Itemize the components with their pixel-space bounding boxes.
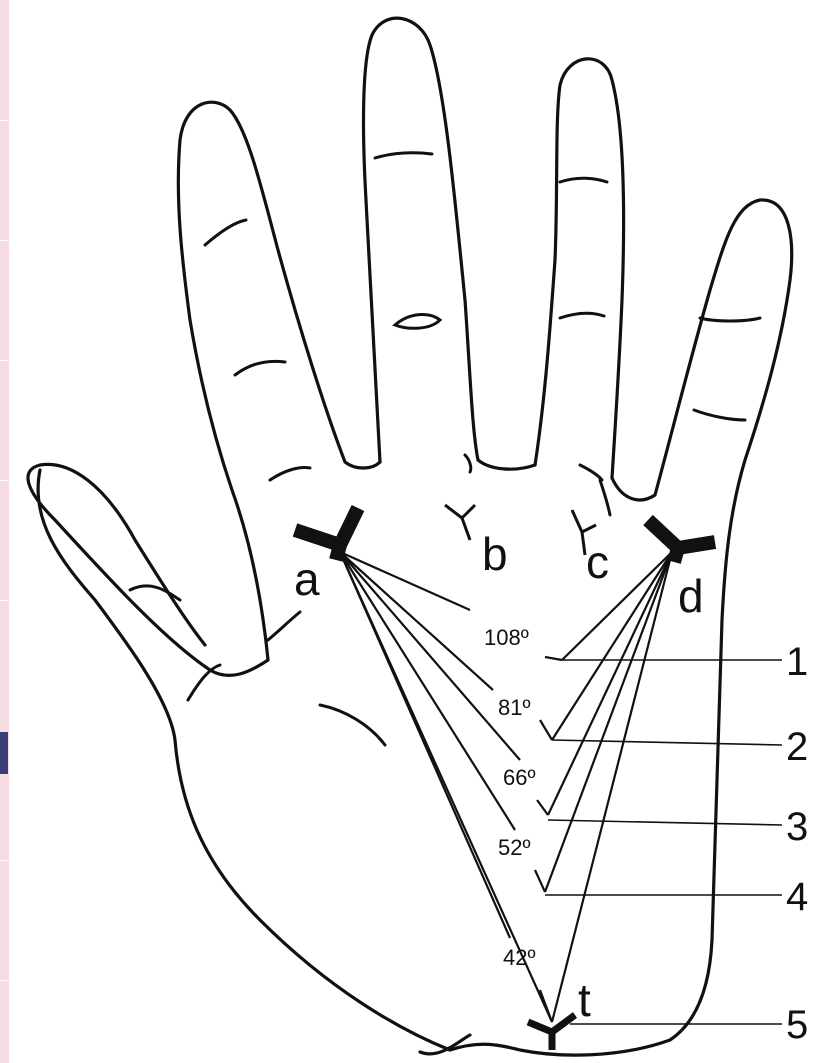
triradius-c-label: c	[586, 536, 609, 588]
thumb-inner	[38, 470, 450, 1050]
position-number: 1	[786, 640, 808, 684]
thumb-outline	[28, 464, 268, 675]
middle-finger-outline	[364, 18, 535, 469]
palm-heel	[420, 1035, 470, 1054]
ring-finger-outline	[535, 59, 624, 478]
triradius-t-label: t	[578, 974, 591, 1026]
angle-label: 81º	[498, 695, 531, 720]
angle-vertices	[535, 657, 562, 1022]
triradius-d-marker	[648, 520, 715, 562]
triradius-b-marker	[445, 505, 475, 540]
rays-from-d	[545, 552, 672, 1022]
angle-label: 42º	[503, 945, 536, 970]
position-number: 5	[786, 1003, 808, 1047]
angle-label: 66º	[503, 765, 536, 790]
angle-label: 108º	[484, 625, 529, 650]
finger-creases	[130, 153, 760, 745]
leader-lines	[545, 660, 782, 1024]
triradius-b-label: b	[482, 528, 508, 580]
hand-outline	[28, 18, 792, 1055]
triradius-a-label: a	[294, 553, 320, 605]
angle-label: 52º	[498, 835, 531, 860]
position-number: 3	[786, 805, 808, 849]
position-number: 2	[786, 725, 808, 769]
triradius-d-label: d	[678, 570, 704, 622]
position-number: 4	[786, 875, 808, 919]
